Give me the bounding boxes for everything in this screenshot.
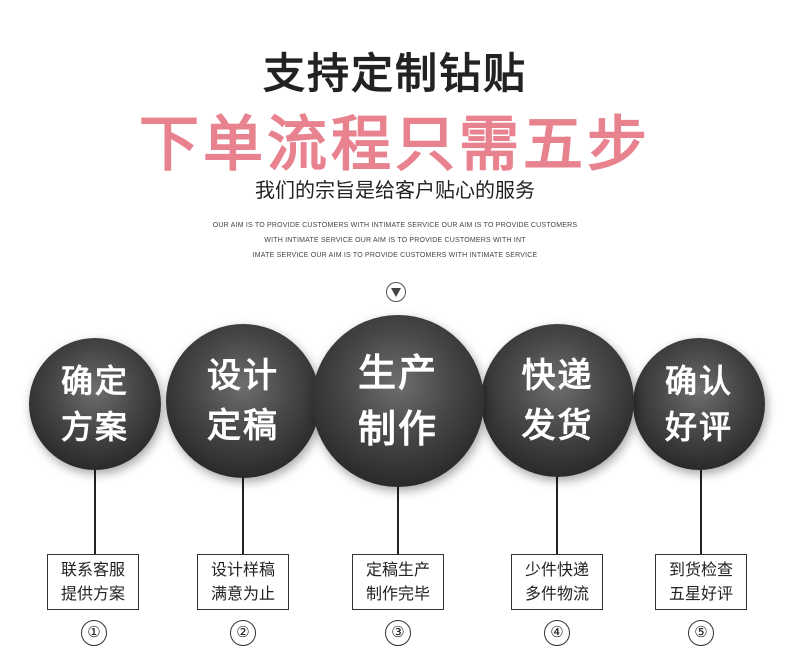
chevron-down-circle-icon bbox=[386, 282, 406, 302]
step-circle-2: 设计 定稿 bbox=[166, 324, 320, 478]
step-circle-1: 确定 方案 bbox=[29, 338, 161, 470]
english-line: WITH INTIMATE SERVICE OUR AIM IS TO PROV… bbox=[264, 237, 526, 244]
step-description-line: 满意为止 bbox=[210, 584, 275, 603]
step-description-line: 设计样稿 bbox=[210, 560, 275, 579]
step-title-line: 确定 bbox=[60, 362, 129, 400]
connector-line bbox=[700, 470, 702, 554]
english-description: OUR AIM IS TO PROVIDE CUSTOMERS WITH INT… bbox=[195, 218, 595, 263]
connector-line bbox=[556, 476, 558, 554]
step-title-line: 生产 bbox=[357, 351, 438, 395]
step-description-4: 少件快递 多件物流 bbox=[511, 554, 603, 610]
page-subtitle: 下单流程只需五步 bbox=[139, 110, 651, 180]
step-title-line: 好评 bbox=[664, 408, 733, 446]
step-title-line: 方案 bbox=[60, 408, 129, 446]
connector-line bbox=[242, 476, 244, 554]
step-description-1: 联系客服 提供方案 bbox=[47, 554, 139, 610]
step-description-line: 定稿生产 bbox=[365, 560, 430, 579]
english-line: IMATE SERVICE OUR AIM IS TO PROVIDE CUST… bbox=[252, 252, 538, 259]
step-description-line: 提供方案 bbox=[60, 584, 125, 603]
step-circle-5: 确认 好评 bbox=[633, 338, 765, 470]
step-description-line: 少件快递 bbox=[524, 560, 589, 579]
step-circle-4: 快递 发货 bbox=[481, 324, 634, 477]
step-description-line: 多件物流 bbox=[524, 584, 589, 603]
step-title-line: 制作 bbox=[357, 407, 438, 451]
step-title-line: 确认 bbox=[664, 362, 733, 400]
step-description-line: 制作完毕 bbox=[365, 584, 430, 603]
step-title-line: 快递 bbox=[521, 355, 594, 396]
tagline: 我们的宗旨是给客户贴心的服务 bbox=[255, 178, 535, 202]
page-title: 支持定制钻贴 bbox=[262, 49, 527, 98]
connector-line bbox=[397, 485, 399, 554]
step-number-3: ③ bbox=[385, 620, 411, 646]
connector-line bbox=[94, 470, 96, 554]
step-number-2: ② bbox=[230, 620, 256, 646]
step-description-line: 五星好评 bbox=[668, 584, 733, 603]
step-circle-3: 生产 制作 bbox=[312, 315, 484, 487]
step-title-line: 发货 bbox=[521, 405, 594, 446]
step-description-line: 联系客服 bbox=[60, 560, 125, 579]
step-title-line: 设计 bbox=[207, 356, 279, 396]
english-line: OUR AIM IS TO PROVIDE CUSTOMERS WITH INT… bbox=[212, 222, 578, 229]
step-title-line: 定稿 bbox=[207, 406, 279, 446]
step-number-1: ① bbox=[81, 620, 107, 646]
step-description-line: 到货检查 bbox=[668, 560, 733, 579]
step-description-3: 定稿生产 制作完毕 bbox=[352, 554, 444, 610]
step-number-4: ④ bbox=[544, 620, 570, 646]
step-number-5: ⑤ bbox=[688, 620, 714, 646]
step-description-5: 到货检查 五星好评 bbox=[655, 554, 747, 610]
step-description-2: 设计样稿 满意为止 bbox=[197, 554, 289, 610]
